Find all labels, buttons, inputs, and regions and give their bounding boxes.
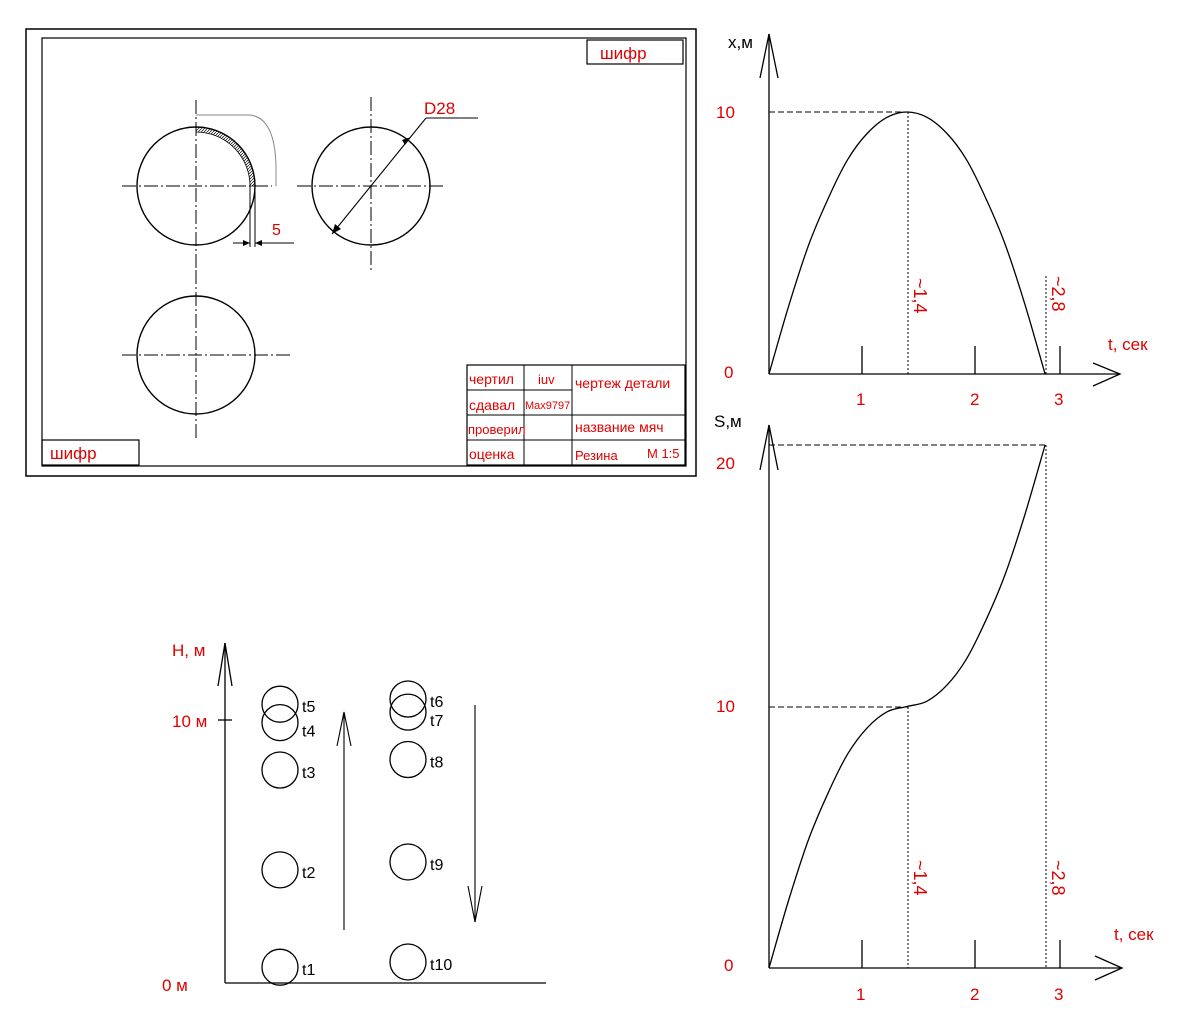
sheet-inner-frame <box>41 37 687 467</box>
s-chart-ylabel: S,м <box>714 412 742 431</box>
cipher-box-top <box>586 39 684 65</box>
s-chart-y-axis-arrow <box>759 424 779 471</box>
s-chart-annotation-knee: ~1,4 <box>910 860 930 896</box>
dim-arrowhead-left <box>243 240 250 246</box>
up-ball-label-4: t4 <box>302 724 315 741</box>
up-ball-label-1: t1 <box>302 962 315 979</box>
s-chart-x-axis-arrow <box>1094 955 1124 981</box>
s-chart-ytick-0: 0 <box>724 956 733 975</box>
diameter-arrowhead-end <box>402 137 411 145</box>
x-chart-annotation-peak: ~1,4 <box>910 278 930 314</box>
down-ball-2 <box>389 693 427 731</box>
ball-section-view: 5 <box>122 100 294 278</box>
s-chart-annotation-end: ~2,8 <box>1048 860 1068 896</box>
tb-part-name: название мяч <box>575 419 664 435</box>
s-chart-ytick-20: 20 <box>716 454 735 473</box>
ball-top-view <box>122 270 292 440</box>
dim-arrowhead-right <box>255 240 262 246</box>
x-chart-ylabel: x,м <box>728 33 753 52</box>
sheet-outer-border <box>25 28 697 477</box>
ball-diameter-view: D28 <box>297 97 478 270</box>
up-ball-4 <box>261 703 299 742</box>
cipher-box-bottom <box>41 439 140 466</box>
height-axis-arrow <box>217 642 233 687</box>
up-ball-label-5: t5 <box>302 699 315 716</box>
diameter-line <box>331 117 427 235</box>
x-chart-ytick-0: 0 <box>724 363 733 382</box>
s-chart-ytick-10: 10 <box>716 697 735 716</box>
cipher-label-top: шифр <box>600 44 647 63</box>
x-chart-y-axis-arrow <box>759 33 779 79</box>
section-leader-curve <box>196 114 277 186</box>
down-ball-label-5: t10 <box>430 957 452 974</box>
tb-grade-label: оценка <box>469 446 515 462</box>
tb-document-type: чертеж детали <box>575 375 670 391</box>
tb-submitted-value: Max9797 <box>525 400 570 412</box>
thickness-dimension-label: 5 <box>272 222 281 239</box>
drawing-sheet: шифр шифр 5 D28 <box>25 28 697 477</box>
ball-outline-2 <box>311 126 431 246</box>
down-ball-label-3: t8 <box>430 755 443 772</box>
x-chart-xtick-3: 3 <box>1054 390 1063 409</box>
height-diagram: H, м 10 м 0 м t1 t2 t3 t4 t5 t6 t7 t8 t9 t10 <box>162 641 546 995</box>
down-ball-3 <box>389 740 427 779</box>
s-chart-xtick-3: 3 <box>1054 985 1063 1004</box>
down-ball-label-2: t7 <box>430 713 443 730</box>
ball-outline-3 <box>136 295 256 415</box>
x-chart-annotation-end: ~2,8 <box>1048 276 1068 312</box>
downward-balls: t6 t7 t8 t9 t10 <box>389 680 452 981</box>
x-chart-xlabel: t, сек <box>1108 335 1148 354</box>
tb-submitted-label: сдавал <box>469 397 515 413</box>
chart-x-vs-t: x,м t, сек 10 0 1 2 3 ~1,4 ~2,8 <box>716 33 1148 409</box>
s-chart-xlabel: t, сек <box>1114 925 1154 944</box>
height-bottom-label: 0 м <box>162 976 188 995</box>
down-ball-1 <box>389 680 427 718</box>
down-ball-label-4: t9 <box>430 857 443 874</box>
s-chart-xtick-1: 1 <box>856 985 865 1004</box>
up-ball-label-2: t2 <box>302 865 315 882</box>
chart-s-vs-t: S,м t, сек 20 10 0 1 2 3 ~1,4 ~2,8 <box>714 412 1154 1004</box>
tb-scale: М 1:5 <box>647 446 680 461</box>
diameter-label: D28 <box>424 99 455 118</box>
x-chart-x-axis-arrow <box>1092 362 1122 387</box>
cipher-label-bottom: шифр <box>50 444 97 463</box>
x-chart-xtick-2: 2 <box>970 390 979 409</box>
x-chart-xtick-1: 1 <box>856 390 865 409</box>
tb-material: Резина <box>575 448 618 463</box>
title-block: чертил iuv чертеж детали сдавал Max9797 … <box>466 364 686 466</box>
diameter-arrowhead-start <box>332 224 341 234</box>
s-chart-curve <box>768 444 1046 969</box>
x-chart-curve <box>768 111 1046 375</box>
up-ball-2 <box>261 851 299 889</box>
wall-hatching <box>195 126 256 187</box>
up-ball-1 <box>261 948 299 986</box>
downward-motion-arrowhead <box>467 885 483 923</box>
upward-balls: t1 t2 t3 t4 t5 <box>261 685 315 986</box>
upward-motion-arrowhead <box>336 711 352 747</box>
up-ball-3 <box>261 751 299 789</box>
tb-drawn-by-value: iuv <box>538 372 555 387</box>
height-top-label: 10 м <box>172 712 207 731</box>
height-axis-label: H, м <box>172 641 205 660</box>
tb-checked-label: проверил <box>468 422 526 437</box>
down-ball-5 <box>389 943 427 981</box>
up-ball-5 <box>261 685 299 723</box>
x-chart-ytick-10: 10 <box>716 103 735 122</box>
tb-drawn-by-label: чертил <box>469 371 514 387</box>
down-ball-label-1: t6 <box>430 694 443 711</box>
up-ball-label-3: t3 <box>302 765 315 782</box>
down-ball-4 <box>389 843 427 881</box>
s-chart-xtick-2: 2 <box>970 985 979 1004</box>
